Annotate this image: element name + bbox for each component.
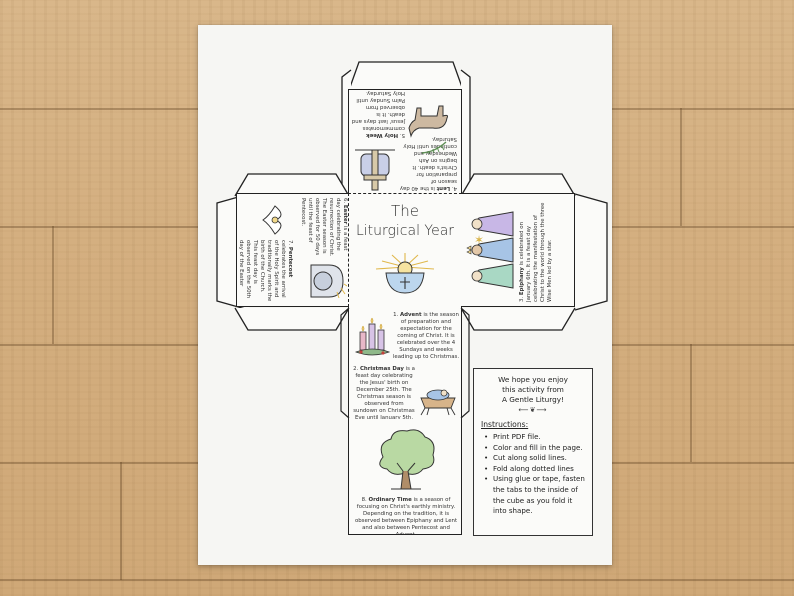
chalice-icon <box>375 253 435 294</box>
wise-men-icon <box>466 211 514 289</box>
pentecost-caption: 7. Pentecost celebrates the arrival of t… <box>238 240 293 302</box>
instruction-step: Fold along dotted lines <box>481 464 585 475</box>
easter-caption: 6. Easter is a feast day celebrating the… <box>300 198 348 257</box>
bottom-tab-flap <box>460 307 576 331</box>
side-tab-flap <box>460 307 470 419</box>
greeting-line-3: A Gentle Liturgy! <box>501 395 565 404</box>
panel-ordinary-time: 8. Ordinary Time is a season of focusing… <box>348 419 462 535</box>
dove-icon <box>262 205 282 235</box>
panel-easter-pentecost: 6. Easter is a feast day celebrating the… <box>236 193 350 307</box>
top-tab-flap <box>348 61 464 91</box>
panel-title: The Liturgical Year <box>348 193 462 307</box>
panel-advent-christmas: 1. Advent is the season of preparation a… <box>348 306 462 420</box>
manger-icon <box>420 389 456 416</box>
tomb-icon <box>310 264 347 299</box>
holy-week-caption: 5. Holy Week commemorates Jesus' last da… <box>351 90 405 138</box>
instruction-step: Color and fill in the page. <box>481 443 585 454</box>
fold-line <box>348 193 462 194</box>
wood-plank-seam <box>52 226 54 344</box>
laurel-icon: ⟵❦⟶ <box>518 406 548 414</box>
wood-plank-seam <box>680 108 682 226</box>
instruction-step: Using glue or tape, fasten the tabs to t… <box>481 474 585 516</box>
wood-plank-seam <box>690 344 692 462</box>
panel-epiphany: 3. Epiphany is celebrated on January 6th… <box>461 193 575 307</box>
tree-icon <box>379 429 435 490</box>
fold-line <box>348 89 462 90</box>
wood-plank-seam <box>120 462 122 580</box>
candles-icon <box>355 317 391 356</box>
greeting-line-2: this activity from <box>502 385 564 394</box>
donkey-icon <box>408 105 448 138</box>
bottom-tab-flap <box>234 307 350 331</box>
christmas-caption: 2. Christmas Day is a feast day celebrat… <box>353 366 415 420</box>
star-icon: ✶ <box>474 233 485 247</box>
instructions-list: Print PDF file. Color and fill in the pa… <box>481 432 585 517</box>
ordinary-time-caption: 8. Ordinary Time is a season of focusing… <box>354 497 458 535</box>
tomb-icon <box>355 149 395 191</box>
instruction-step: Cut along solid lines. <box>481 453 585 464</box>
top-tab-flap <box>460 173 576 197</box>
wood-plank-seam <box>0 579 794 581</box>
instruction-step: Print PDF file. <box>481 432 585 443</box>
instructions-heading: Instructions: <box>481 420 529 429</box>
greeting-line-1: We hope you enjoy <box>498 375 568 384</box>
advent-caption: 1. Advent is the season of preparation a… <box>392 312 460 360</box>
instructions-box: We hope you enjoy this activity from A G… <box>473 368 593 536</box>
panel-lent-holy-week: 4. Lent is the 40 day season of preparat… <box>348 89 462 193</box>
palm-icon <box>421 141 447 154</box>
top-tab-flap <box>234 173 350 197</box>
title-line-1: The <box>391 202 419 220</box>
side-tab-flap <box>340 307 350 419</box>
right-tab-flap <box>574 193 608 311</box>
epiphany-caption: 3. Epiphany is celebrated on January 6th… <box>519 202 553 303</box>
title-line-2: Liturgical Year <box>355 223 455 239</box>
fold-line <box>348 193 349 307</box>
